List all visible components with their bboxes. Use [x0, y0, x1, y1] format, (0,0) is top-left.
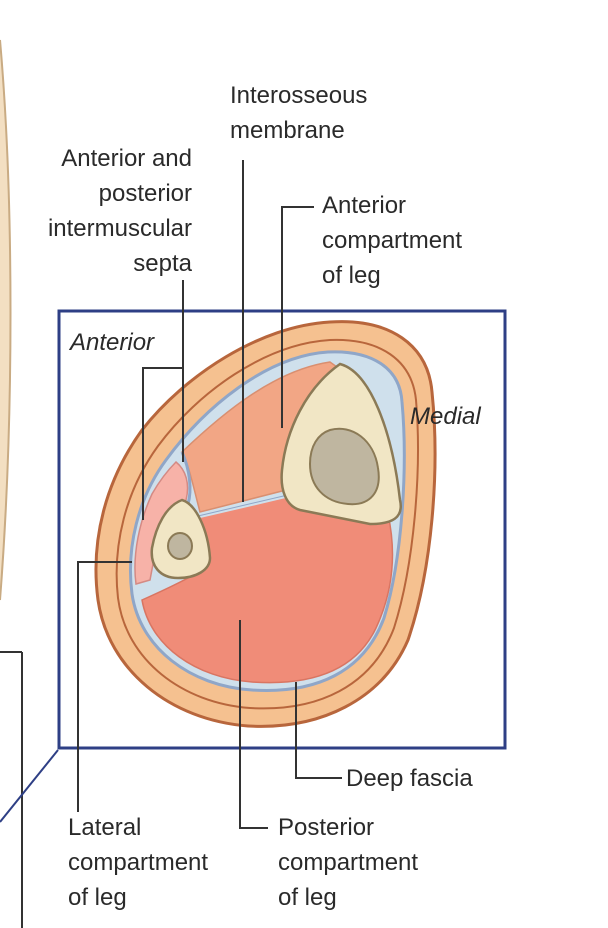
skin-inner-line	[115, 338, 419, 710]
label-lateral-compartment: Lateral compartment of leg	[68, 810, 208, 915]
leader-lines	[77, 160, 342, 829]
label-line: membrane	[230, 117, 345, 144]
adjacent-figure-edge	[0, 39, 59, 928]
leader-lateral-compartment	[77, 561, 132, 812]
label-line: compartment	[68, 849, 209, 876]
tibia-marrow	[308, 427, 380, 506]
label-orientation-anterior: Anterior	[70, 329, 155, 356]
label-orientation-medial: Medial	[410, 403, 481, 430]
leader-posterior-compartment	[239, 620, 268, 829]
label-line: Posterior	[278, 814, 375, 841]
label-line: intermuscular	[47, 215, 192, 242]
label-line: Anterior	[322, 192, 407, 219]
label-line: septa	[133, 250, 192, 277]
label-deep-fascia: Deep fascia	[346, 765, 473, 792]
leader-anterior-compartment	[281, 206, 314, 428]
label-line: of leg	[278, 884, 337, 911]
label-line: compartment	[278, 849, 419, 876]
label-interosseous-membrane: Interosseous membrane	[230, 78, 367, 148]
fibula-marrow	[167, 532, 193, 560]
label-intermuscular-septa: Anterior and posterior intermuscular sep…	[48, 141, 192, 281]
label-line: posterior	[98, 180, 192, 207]
label-anterior-compartment: Anterior compartment of leg	[322, 188, 462, 293]
label-line: Interosseous	[230, 82, 368, 109]
label-line: of leg	[68, 884, 127, 911]
leader-septa-bracket	[142, 367, 183, 520]
label-line: Anterior and	[61, 145, 192, 172]
interosseous-membrane-edge	[197, 493, 293, 517]
label-line: of leg	[322, 262, 381, 289]
label-line: Lateral	[68, 814, 142, 841]
label-posterior-compartment: Posterior compartment of leg	[278, 810, 418, 915]
leader-deep-fascia	[295, 682, 342, 779]
label-line: compartment	[322, 227, 463, 254]
